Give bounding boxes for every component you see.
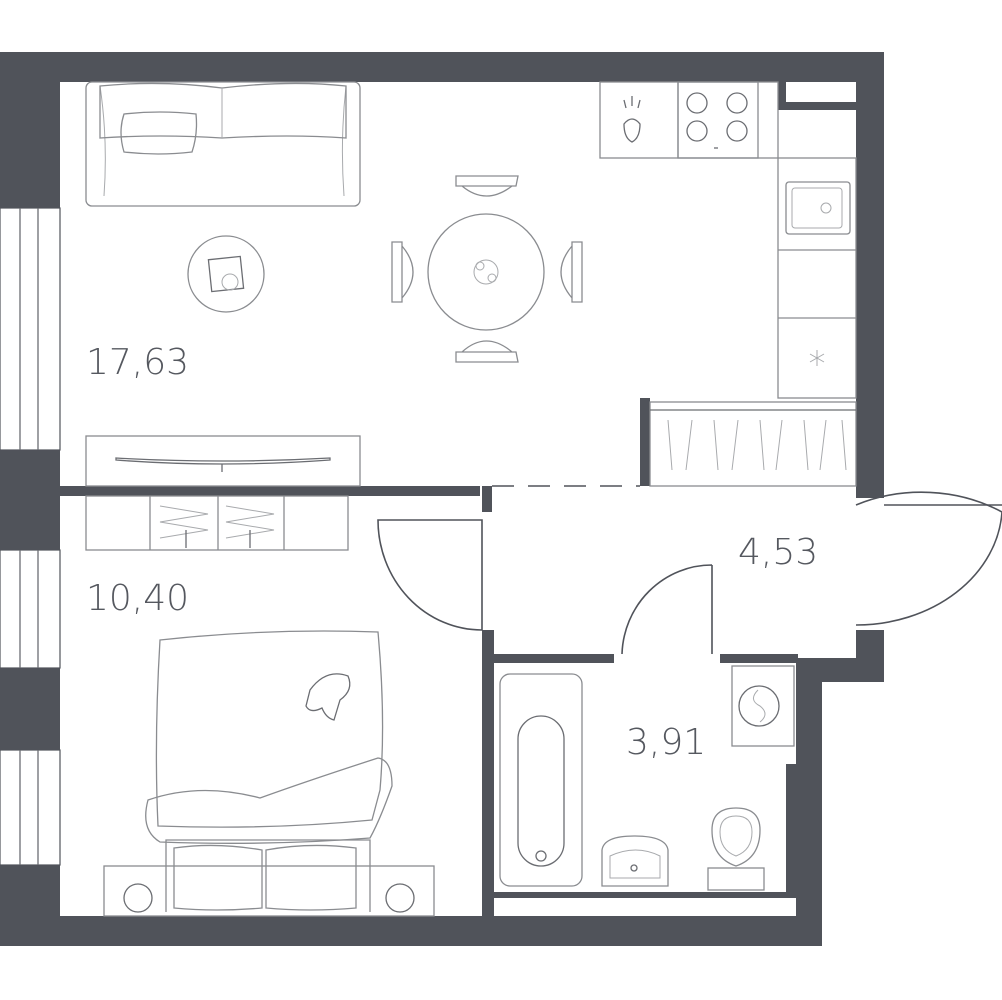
area-label-living-kitchen: 17,63 <box>86 342 189 383</box>
dining-table <box>391 175 583 363</box>
area-labels: 17,63 10,40 4,53 3,91 <box>86 342 818 763</box>
area-label-hallway: 4,53 <box>738 532 818 573</box>
windows <box>0 207 61 866</box>
area-label-bathroom: 3,91 <box>626 722 706 763</box>
bedroom-wardrobe <box>85 495 349 551</box>
sofa <box>85 81 361 207</box>
bed <box>103 630 435 917</box>
kitchen <box>599 81 857 487</box>
walls <box>0 52 884 946</box>
bathroom-fixtures <box>499 665 795 891</box>
area-label-bedroom: 10,40 <box>86 578 189 619</box>
coffee-table <box>187 235 265 313</box>
doors <box>377 485 1002 655</box>
tv-stand <box>85 435 361 487</box>
